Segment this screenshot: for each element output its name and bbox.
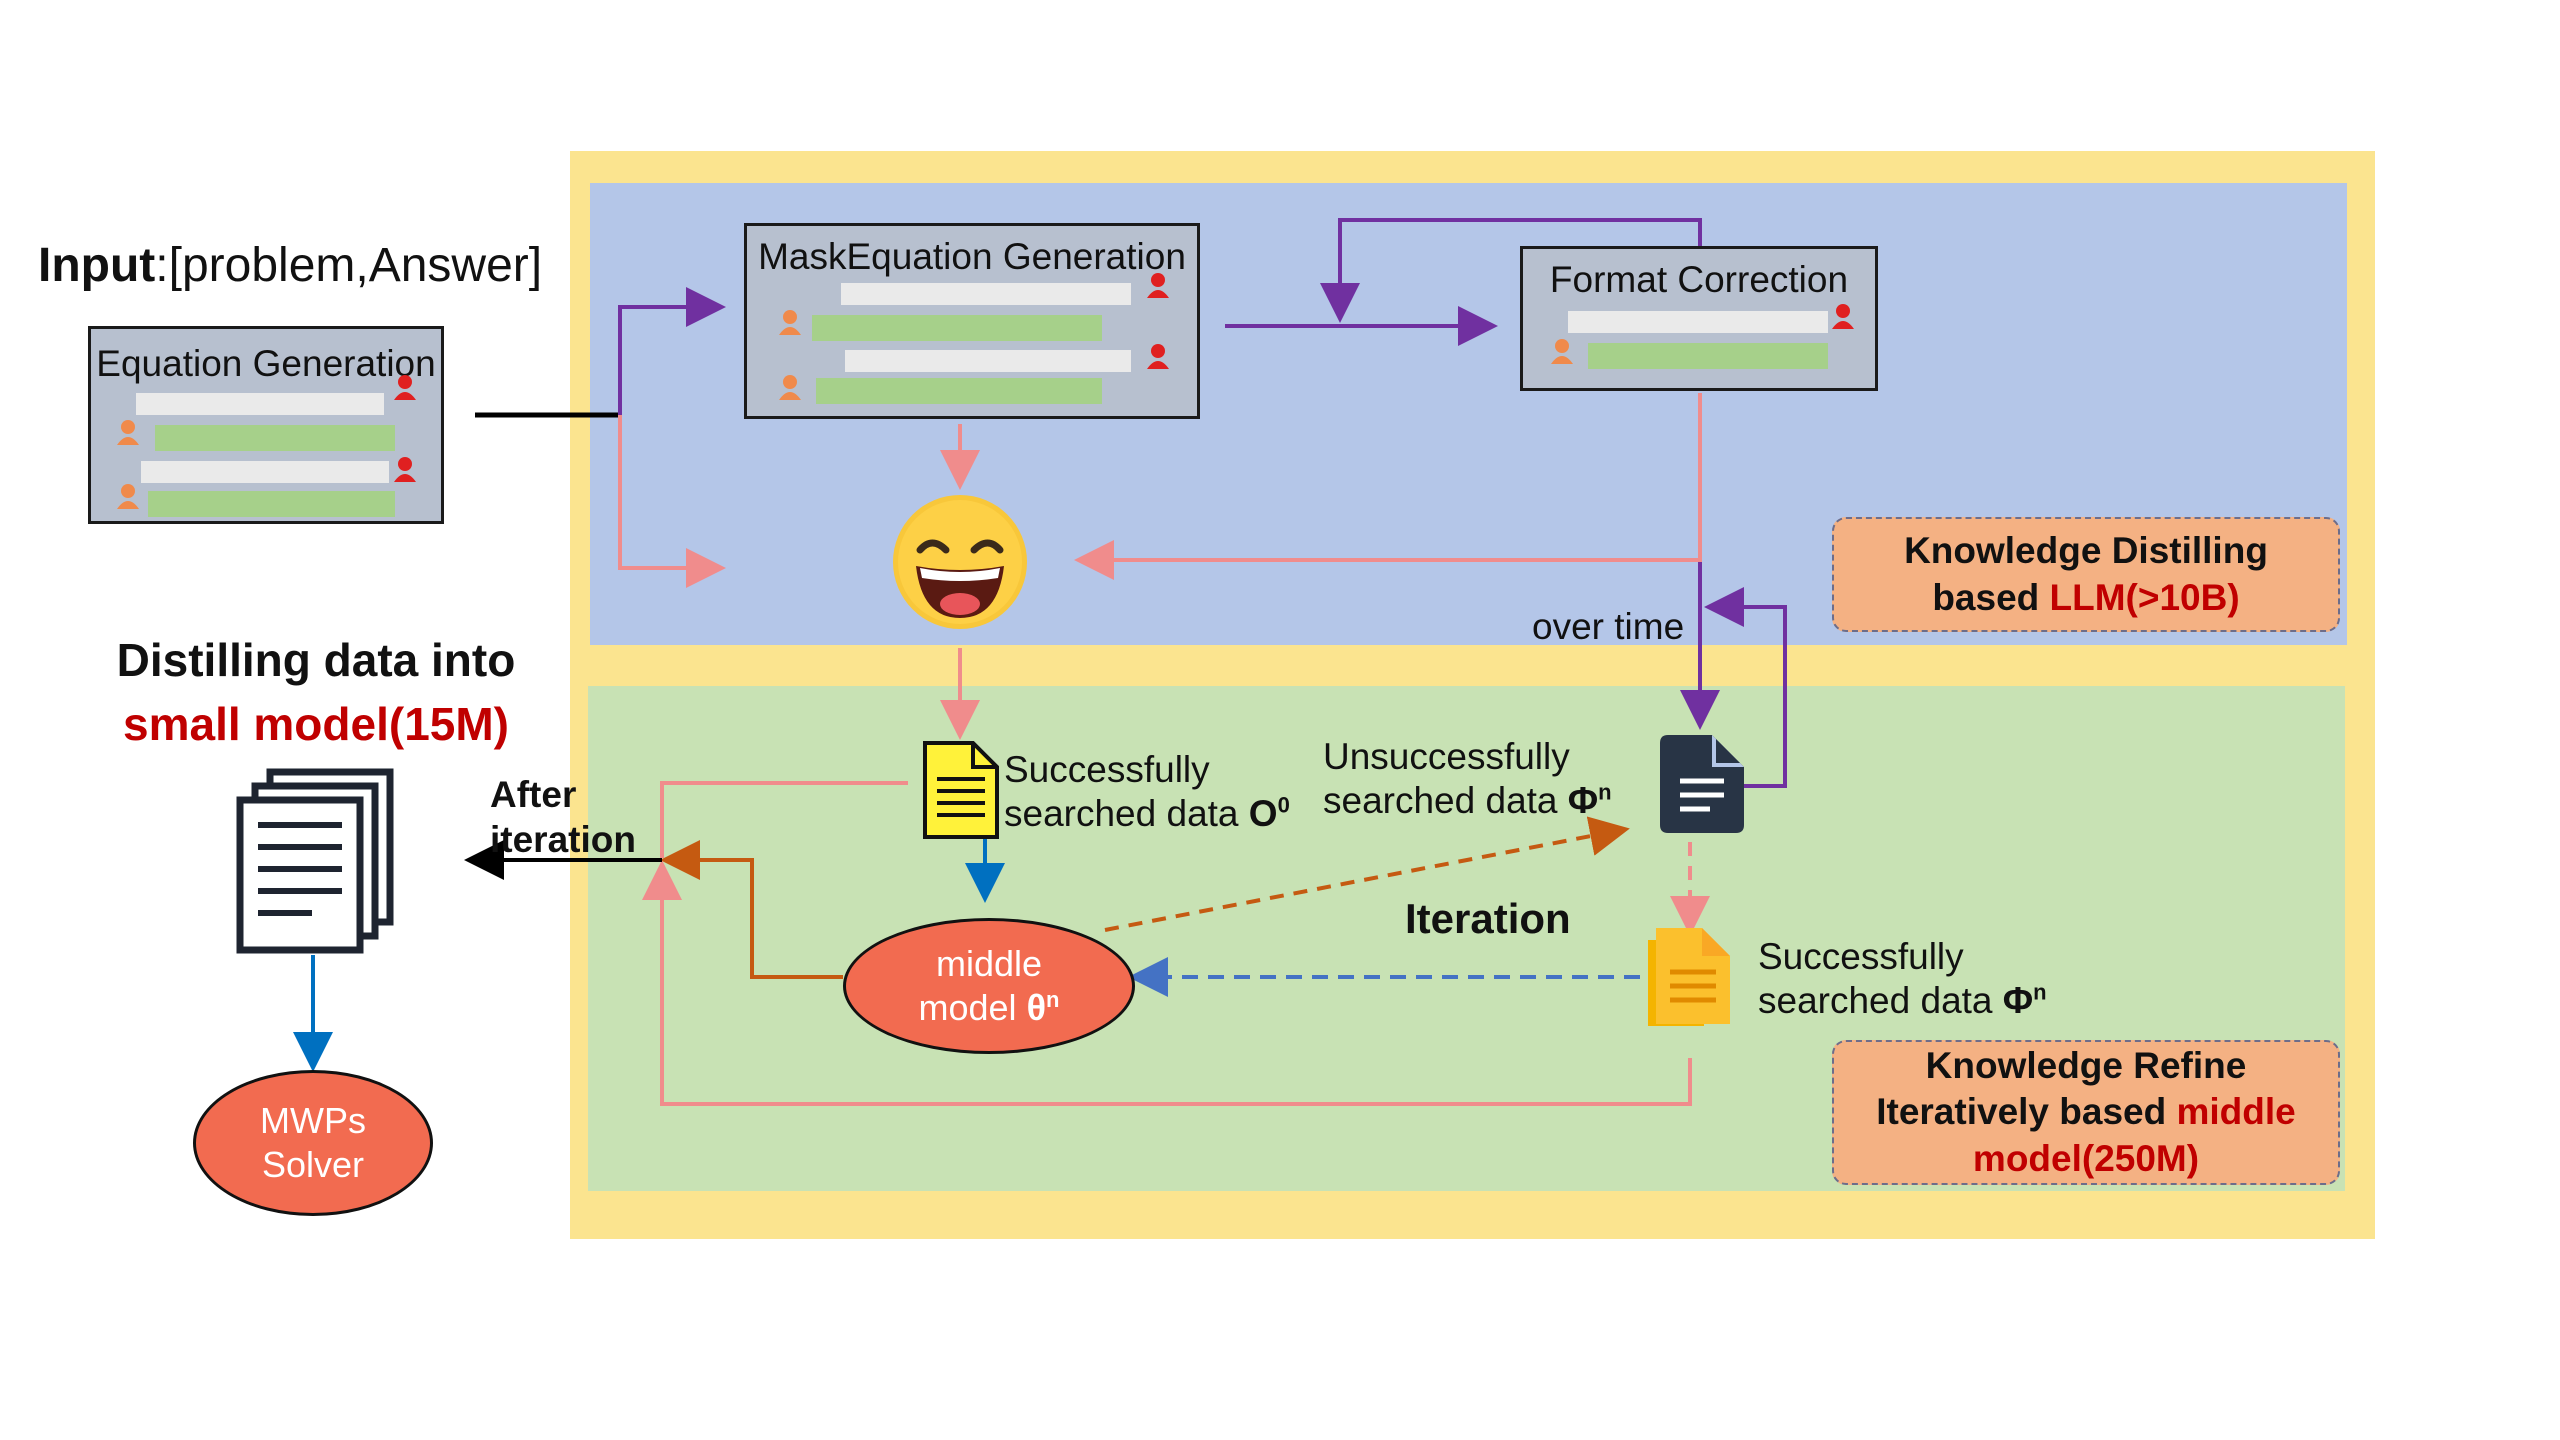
chat-bubble — [816, 378, 1102, 404]
note-line: based — [1932, 576, 2050, 618]
phi-symbol: Φ — [1567, 780, 1599, 822]
orange-dashed-arrow — [1104, 816, 1630, 932]
middle-model-line1: middle — [935, 943, 1043, 985]
box-title: Equation Generation — [96, 343, 436, 384]
box-title: Format Correction — [1549, 259, 1849, 300]
chat-bubble — [845, 350, 1131, 372]
label-line2: searched data — [1323, 780, 1568, 822]
input-label: Input:[problem,Answer] — [38, 239, 543, 292]
label-line1: Successfully — [1004, 749, 1210, 790]
note-line: Knowledge Refine — [1925, 1045, 2247, 1087]
note-line: Iteratively based — [1876, 1091, 2177, 1133]
distill-line1: Distilling data into — [116, 634, 516, 686]
middle-model-line2: model — [918, 987, 1027, 1028]
chat-bubble — [155, 425, 395, 451]
after-line2: iteration — [490, 819, 636, 861]
label-line1: Unsuccessfully — [1323, 736, 1570, 777]
chat-bubble — [141, 461, 389, 483]
box-title: MaskEquation Generation — [758, 236, 1186, 277]
document-lines — [258, 822, 342, 916]
phi-superscript: n — [2033, 980, 2047, 1006]
user-icons — [394, 273, 1854, 482]
chat-bubble — [1568, 311, 1828, 333]
solver-line2: Solver — [261, 1144, 365, 1185]
iteration-label: Iteration — [1405, 895, 1571, 942]
after-iteration-label: After iteration — [490, 772, 636, 862]
label-line2: searched data — [1004, 793, 1249, 835]
assistant-icons — [117, 310, 1573, 509]
solver-line1: MWPs — [260, 1100, 366, 1142]
document-icon — [923, 741, 999, 839]
chat-bubble — [841, 283, 1131, 305]
mask-equation-generation-box: MaskEquation Generation — [744, 223, 1200, 419]
knowledge-distilling-note: Knowledge Distilling based LLM(>10B) — [1832, 517, 2340, 632]
label-line2: searched data — [1758, 980, 2003, 1022]
middle-model-node: middle model θn — [843, 918, 1135, 1054]
distilling-label: Distilling data into small model(15M) — [0, 628, 632, 757]
theta-symbol: θ — [1026, 987, 1047, 1028]
label-line1: Successfully — [1758, 936, 1964, 977]
theta-superscript: n — [1046, 987, 1060, 1012]
small-model-documents-icon — [236, 768, 394, 954]
purple-arrows — [618, 218, 1787, 788]
note-highlight: LLM(>10B) — [2049, 576, 2240, 618]
grinning-face-icon — [893, 495, 1027, 629]
mwps-solver-node: MWPs Solver — [193, 1070, 433, 1216]
equation-generation-box: Equation Generation — [88, 326, 444, 524]
phi-superscript: n — [1598, 780, 1612, 806]
orange-arrow — [660, 840, 843, 979]
o-symbol: O — [1248, 793, 1278, 835]
phi-symbol: Φ — [2002, 980, 2034, 1022]
note-line: Knowledge Distilling — [1904, 530, 2268, 572]
documents-stack-icon — [1648, 928, 1730, 1026]
note-highlight: model(250M) — [1972, 1137, 2200, 1179]
distill-line2: small model(15M) — [123, 698, 509, 751]
successfully-searched-o0: Successfully searched data O0 — [1004, 748, 1290, 837]
unsuccessfully-searched-phi: Unsuccessfully searched data Φn — [1323, 735, 1612, 824]
chat-bubble — [812, 315, 1102, 341]
chat-bubble — [148, 491, 395, 517]
knowledge-refine-note: Knowledge Refine Iteratively based middl… — [1832, 1040, 2340, 1185]
note-highlight: middle — [2176, 1091, 2296, 1133]
pink-arrows — [618, 393, 1702, 1106]
chat-bubble — [1588, 343, 1828, 369]
format-correction-box: Format Correction — [1520, 246, 1878, 391]
over-time-label: over time — [1532, 606, 1685, 647]
dark-document-icon — [1660, 735, 1744, 833]
chat-bubble — [136, 393, 384, 415]
successfully-searched-phi: Successfully searched data Φn — [1758, 935, 2047, 1024]
after-line1: After — [490, 774, 577, 815]
o-superscript: 0 — [1277, 793, 1290, 819]
